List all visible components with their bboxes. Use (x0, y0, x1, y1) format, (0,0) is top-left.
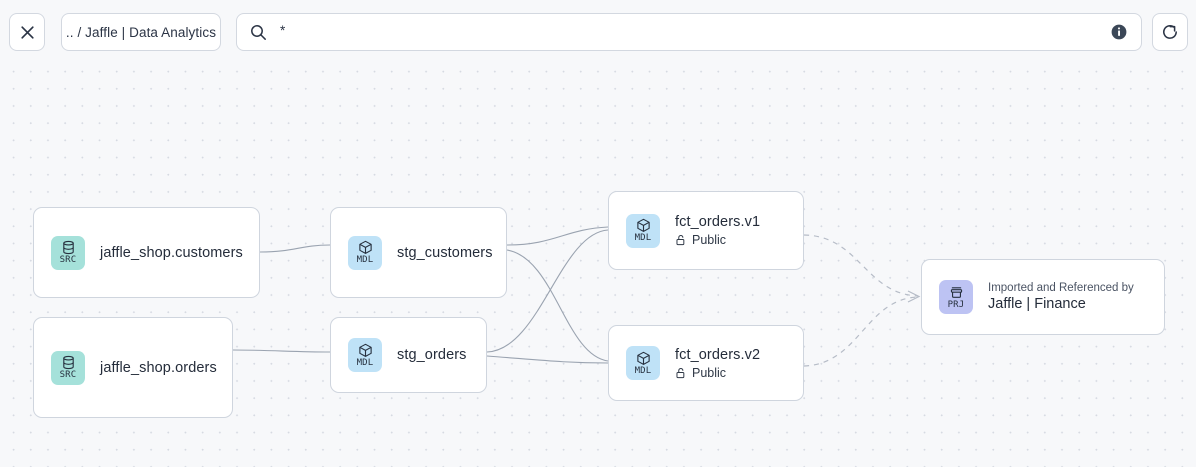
top-toolbar: .. / Jaffle | Data Analytics * (0, 0, 1196, 62)
node-title: Jaffle | Finance (988, 296, 1086, 312)
node-src-customers[interactable]: SRC jaffle_shop.customers (33, 207, 260, 298)
node-title: fct_orders.v1 (675, 214, 761, 230)
node-stg-orders[interactable]: MDL stg_orders (330, 317, 487, 393)
node-body: stg_customers (397, 245, 493, 261)
badge-label: MDL (634, 233, 652, 243)
badge-src: SRC (51, 350, 85, 385)
database-icon (62, 355, 74, 370)
node-title: stg_orders (397, 347, 467, 363)
cube-icon (636, 218, 650, 232)
node-title: jaffle_shop.customers (100, 244, 243, 261)
node-body: Imported and Referenced by Jaffle | Fina… (988, 282, 1134, 312)
node-body: fct_orders.v1 Public (675, 214, 760, 247)
cube-icon (636, 351, 650, 365)
close-button[interactable] (9, 13, 45, 51)
node-access-label: Public (692, 365, 727, 380)
node-title: fct_orders.v2 (675, 346, 761, 363)
node-fct-orders-v1[interactable]: MDL fct_orders.v1 Public (608, 191, 804, 270)
database-icon (62, 240, 74, 255)
node-title: stg_customers (397, 244, 493, 261)
node-prj-jaffle-finance[interactable]: PRJ Imported and Referenced by Jaffle | … (921, 259, 1165, 335)
info-icon[interactable] (1111, 24, 1127, 40)
refresh-icon (1163, 24, 1177, 39)
badge-label: SRC (59, 370, 77, 380)
cube-icon (358, 240, 372, 254)
badge-label: MDL (634, 365, 652, 376)
badge-label: MDL (356, 255, 374, 265)
badge-src: SRC (51, 235, 85, 270)
search-input[interactable]: * (236, 13, 1142, 51)
badge-prj: PRJ (939, 280, 973, 314)
cube-icon (358, 343, 372, 357)
node-stg-customers[interactable]: MDL stg_customers (330, 207, 507, 298)
node-body: jaffle_shop.orders (100, 360, 217, 376)
badge-label: MDL (356, 357, 374, 368)
close-icon (20, 25, 34, 39)
node-access-label: Public (692, 233, 727, 247)
project-box-icon (950, 286, 962, 298)
badge-label: SRC (59, 255, 77, 265)
refresh-button[interactable] (1152, 13, 1188, 51)
node-access: Public (675, 366, 760, 380)
search-value[interactable]: * (280, 23, 286, 39)
breadcrumb-label: .. / Jaffle | Data Analytics (65, 24, 217, 40)
node-body: fct_orders.v2 Public (675, 347, 760, 380)
badge-mdl: MDL (348, 338, 382, 372)
unlock-icon (676, 367, 685, 378)
badge-label: PRJ (947, 299, 965, 310)
node-title: jaffle_shop.orders (100, 359, 217, 376)
node-eyebrow: Imported and Referenced by (988, 282, 1134, 294)
badge-mdl: MDL (626, 213, 660, 248)
node-access: Public (675, 233, 760, 247)
unlock-icon (676, 234, 685, 246)
node-src-orders[interactable]: SRC jaffle_shop.orders (33, 317, 233, 418)
badge-mdl: MDL (626, 346, 660, 380)
node-body: stg_orders (397, 347, 467, 363)
search-icon (250, 24, 267, 41)
breadcrumb-button[interactable]: .. / Jaffle | Data Analytics (61, 13, 221, 51)
badge-mdl: MDL (348, 235, 382, 270)
node-fct-orders-v2[interactable]: MDL fct_orders.v2 Public (608, 325, 804, 401)
node-body: jaffle_shop.customers (100, 245, 243, 261)
